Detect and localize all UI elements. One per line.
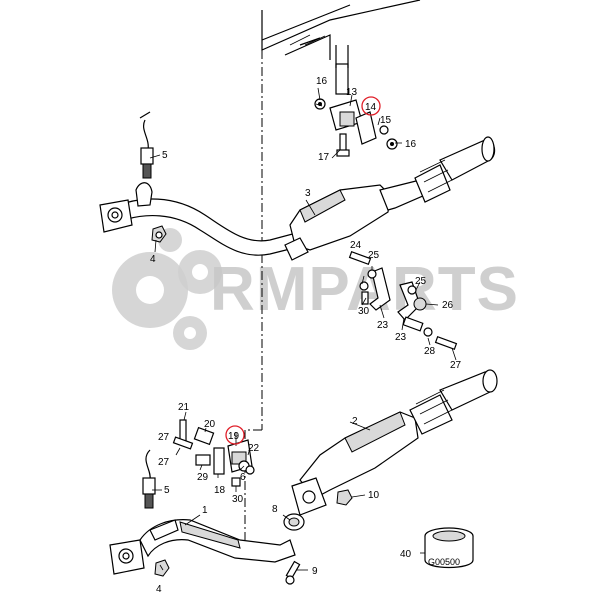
- callout-5-upper: 5: [162, 150, 168, 161]
- callout-27-upper: 27: [450, 360, 462, 371]
- callout-5-lower: 5: [164, 485, 170, 496]
- catalytic-converter-upper: [284, 179, 426, 261]
- watermark-gear-icon: [112, 228, 222, 350]
- callout-24: 24: [350, 240, 362, 251]
- callout-27-lower-b: 27: [158, 457, 170, 468]
- bolt-lower: [285, 560, 301, 585]
- callout-4-upper: 4: [150, 254, 156, 265]
- vehicle-floor-outline: [261, 0, 421, 60]
- callout-15: 15: [380, 115, 392, 126]
- callout-4-lower: 4: [156, 584, 162, 595]
- callout-1: 1: [202, 505, 208, 516]
- sleeve-gasket: [424, 527, 474, 569]
- callout-28: 28: [424, 346, 436, 357]
- callout-9: 9: [312, 566, 318, 577]
- callout-30-upper: 30: [358, 306, 370, 317]
- highlight-circle-14: [361, 96, 381, 116]
- callout-40: 40: [400, 549, 412, 560]
- callout-23-left: 23: [377, 320, 389, 331]
- clamp-assembly-upper: [314, 45, 398, 157]
- reference-code: G00500: [428, 557, 460, 567]
- callout-16-lower: 16: [405, 139, 417, 150]
- callout-26: 26: [442, 300, 454, 311]
- callout-16-upper: 16: [316, 76, 328, 87]
- nut-upper: [151, 225, 167, 243]
- highlight-circle-19: [225, 425, 245, 445]
- callout-25-left: 25: [368, 250, 380, 261]
- callout-14: 14: [365, 102, 377, 113]
- oxygen-sensor-lower: [142, 449, 156, 509]
- callout-10: 10: [368, 490, 380, 501]
- callout-29: 29: [197, 472, 209, 483]
- oxygen-sensor-upper: [139, 111, 154, 179]
- sealing-ring: [283, 513, 305, 531]
- callout-25-right: 25: [415, 276, 427, 287]
- front-exhaust-pipe-upper: [99, 182, 303, 256]
- callout-30-lower: 30: [232, 494, 244, 505]
- callout-3: 3: [305, 188, 311, 199]
- callout-18: 18: [214, 485, 226, 496]
- callout-22: 22: [248, 443, 260, 454]
- callout-6: 6: [240, 472, 246, 483]
- callout-2: 2: [352, 416, 358, 427]
- front-exhaust-pipe-lower: [109, 519, 296, 575]
- callout-20: 20: [204, 419, 216, 430]
- callout-13: 13: [346, 87, 358, 98]
- intermediate-pipe-lower: [409, 369, 498, 435]
- callout-17: 17: [318, 152, 330, 163]
- intermediate-pipe-upper: [414, 136, 496, 203]
- nut-ten: [336, 489, 353, 506]
- callout-8: 8: [272, 504, 278, 515]
- callout-27-lower: 27: [158, 432, 170, 443]
- mounting-bracket-upper: [348, 250, 458, 351]
- catalytic-converter-lower: [291, 411, 419, 516]
- callout-21: 21: [178, 402, 190, 413]
- callout-23-right: 23: [395, 332, 407, 343]
- callout-19: 19: [228, 431, 240, 442]
